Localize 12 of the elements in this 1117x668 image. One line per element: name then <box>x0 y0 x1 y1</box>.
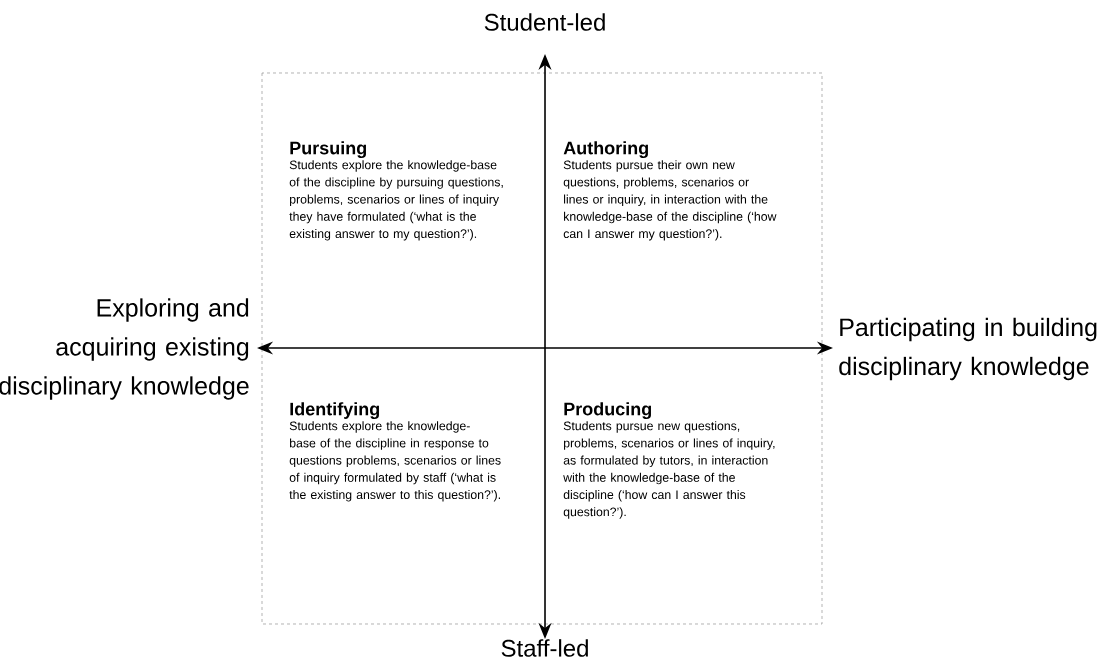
axis-label: Exploring and acquiring existing disciplinary knowledge <box>0 298 249 400</box>
quadrant-text: Students pursue their own new questions, problems, scenarios or lines or inquiry, in interaction with the knowledge-base of the discipline (‘how can I answer my question?’). <box>563 160 777 241</box>
quadrant-text: Students explore the knowledge-base of the discipline in response to questions problems, scenarios or lines of inquiry formulated by staff (‘what is the existing answer to this question?’). <box>289 421 501 502</box>
quadrant-text: Students pursue new questions, problems, scenarios or lines of inquiry, as formulated by tutors, in interaction with the knowledge-base of the discipline (‘how can I answer this question?’). <box>563 421 775 519</box>
axis-label: Staff-led <box>501 639 588 657</box>
quadrant-heading: Identifying <box>290 402 379 420</box>
quadrant-heading: Authoring <box>563 141 648 159</box>
axis-label: Participating in building disciplinary knowledge <box>839 317 1097 381</box>
axis-label: Student-led <box>484 13 605 31</box>
quadrant-heading: Producing <box>564 402 651 420</box>
quadrant-heading: Pursuing <box>290 141 366 159</box>
quadrant-text: Students explore the knowledge-base of the discipline by pursuing questions, problems, scenarios or lines of inquiry they have formulated (‘what is the existing answer to my question?’). <box>289 160 503 241</box>
